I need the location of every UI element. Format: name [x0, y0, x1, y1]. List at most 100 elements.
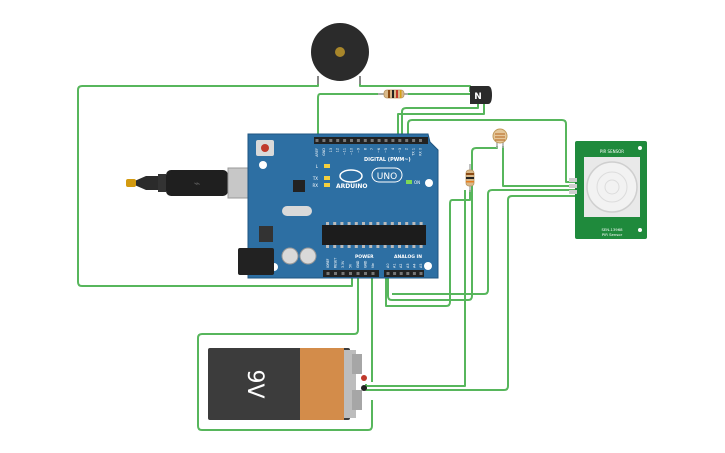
digital-pin-label: GND: [322, 148, 326, 156]
digital-pin[interactable]: [315, 139, 319, 142]
digital-pin[interactable]: [412, 139, 416, 142]
digital-pin-label: ~9: [356, 148, 360, 153]
digital-pin[interactable]: [322, 139, 326, 142]
power-pin[interactable]: [349, 272, 352, 275]
digital-header-label: DIGITAL (PWM~): [364, 157, 411, 163]
analog-pin[interactable]: [393, 272, 397, 275]
chip-leg: [326, 245, 329, 248]
chip-leg: [333, 245, 337, 248]
digital-pin[interactable]: [398, 139, 402, 142]
power-pin[interactable]: [371, 272, 375, 275]
wire-ldr-pir[interactable]: [502, 146, 575, 187]
power-jack[interactable]: [238, 248, 274, 275]
chip-leg: [405, 222, 409, 225]
digital-pin[interactable]: [363, 139, 367, 142]
digital-pin[interactable]: [350, 139, 353, 142]
chip-leg: [369, 245, 373, 248]
digital-pin[interactable]: [419, 139, 422, 142]
ldr-resistor-icon[interactable]: [465, 164, 475, 192]
digital-pin[interactable]: [370, 139, 374, 142]
chip-leg: [398, 222, 401, 225]
power-pin[interactable]: [364, 272, 367, 275]
digital-pin-label: ~3: [398, 148, 402, 153]
pir-side-label-1: PIR Sensor: [602, 232, 623, 237]
digital-pin[interactable]: [377, 139, 381, 142]
chip-leg: [354, 245, 358, 248]
pir-top-label: PIR SENSOR: [600, 149, 624, 154]
digital-pin[interactable]: [336, 139, 340, 142]
battery-icon[interactable]: 9V: [208, 348, 367, 420]
chip-leg: [347, 245, 351, 248]
wire-pir-battery[interactable]: [365, 195, 575, 391]
digital-pin[interactable]: [405, 139, 409, 142]
chip-leg: [383, 245, 387, 248]
brand-label: ARDUINO: [336, 183, 367, 190]
digital-pin[interactable]: [329, 139, 333, 142]
analog-pin[interactable]: [419, 272, 423, 275]
photoresistor-icon[interactable]: [492, 128, 508, 148]
power-pin-label: GND: [356, 260, 360, 268]
led-label-l: L: [316, 164, 319, 169]
wire-pir-gnd[interactable]: [392, 189, 575, 295]
wire-resistor-battery[interactable]: [366, 190, 466, 387]
power-pin[interactable]: [334, 272, 337, 275]
power-pin-label: 3.3V: [341, 260, 345, 268]
chip-leg: [326, 222, 329, 225]
chip-leg: [354, 222, 358, 225]
digital-pin[interactable]: [356, 139, 360, 142]
analog-pin-label: A1: [393, 264, 397, 268]
analog-pin[interactable]: [386, 272, 390, 275]
wire-ldr-resistor[interactable]: [385, 190, 471, 307]
piezo-buzzer-icon[interactable]: [311, 23, 369, 84]
wire-gnd-battery[interactable]: [197, 272, 373, 431]
transistor-label: N: [474, 92, 482, 102]
chip-leg: [362, 245, 365, 248]
pir-side-label-2: SEN-13968: [601, 227, 623, 232]
chip-leg: [340, 245, 344, 248]
chip-leg: [376, 222, 380, 225]
chip-leg: [333, 222, 337, 225]
chip-leg: [347, 222, 351, 225]
digital-pin[interactable]: [343, 139, 347, 142]
power-pin-label: Vin: [371, 263, 375, 268]
transistor[interactable]: N: [470, 86, 492, 104]
power-pin[interactable]: [356, 272, 360, 275]
digital-pin-label: 8: [363, 148, 367, 150]
analog-pin-label: A4: [412, 264, 416, 268]
power-pin[interactable]: [341, 272, 345, 275]
wire-buzzer-transistor[interactable]: [359, 78, 471, 92]
microcontroller-chip: [322, 225, 426, 245]
wire-pir-signal[interactable]: [407, 119, 575, 183]
analog-pin[interactable]: [406, 272, 410, 275]
model-badge: UNO: [371, 167, 403, 183]
power-pin[interactable]: [326, 272, 330, 275]
resistor-icon[interactable]: [378, 89, 408, 99]
wire-transistor-emitter[interactable]: [401, 104, 479, 138]
digital-pin[interactable]: [384, 139, 388, 142]
digital-pin-label: AREF: [315, 148, 319, 157]
chip-leg: [419, 222, 423, 225]
power-pin-label: IOREF: [326, 258, 330, 268]
digital-pin[interactable]: [391, 139, 395, 142]
analog-pin[interactable]: [412, 272, 416, 275]
analog-pin[interactable]: [399, 272, 403, 275]
analog-header-label: ANALOG IN: [394, 254, 422, 260]
chip-leg: [405, 245, 409, 248]
digital-pin-label: 2: [405, 148, 409, 150]
svg-text:⌁: ⌁: [194, 177, 201, 190]
analog-pin-label: A3: [406, 264, 410, 268]
wire-transistor-collector[interactable]: [397, 104, 485, 138]
wire-ldr-analog[interactable]: [387, 146, 498, 301]
chip-leg: [376, 245, 380, 248]
wire-buzzer-gnd[interactable]: [77, 78, 353, 287]
analog-header[interactable]: [384, 270, 424, 277]
battery-voltage-label: 9V: [242, 369, 267, 398]
wire-resistor-pin[interactable]: [317, 93, 380, 138]
chip-leg: [398, 245, 401, 248]
digital-pin-label: ~5: [384, 148, 388, 153]
chip-leg: [340, 222, 344, 225]
led-label-tx: TX: [312, 176, 318, 181]
pir-sensor[interactable]: PIR SENSOR PIR Sensor SEN-13968: [569, 141, 647, 239]
